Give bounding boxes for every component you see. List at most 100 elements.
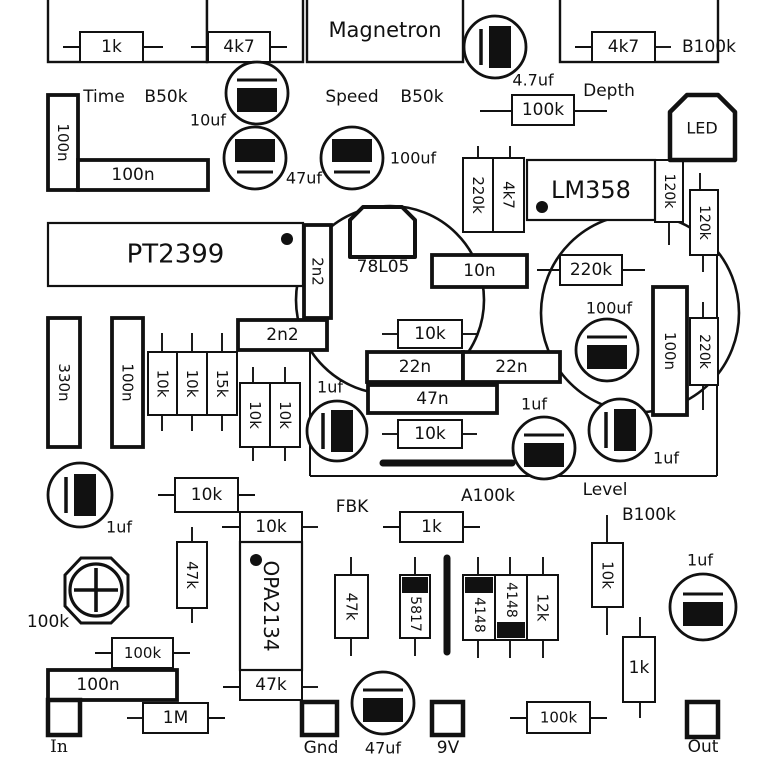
label-speed: Speed	[325, 87, 378, 107]
cap-100uf-speed-label: 100uf	[390, 149, 437, 168]
resistor-220k-h-label: 220k	[570, 260, 612, 280]
cap-2n2-h-label: 2n2	[266, 325, 298, 345]
diode-4148-b-cathode-band	[497, 622, 525, 638]
cap-1uf-left-label: 1uf	[106, 518, 132, 537]
cap-1uf-mid-right-label: 1uf	[521, 395, 547, 414]
cap-47uf-top-label: 47uf	[286, 169, 323, 188]
resistor-10k-e	[174, 477, 239, 513]
resistor-47k-h	[239, 669, 303, 701]
diode-4148-b-label: 4148	[503, 582, 519, 618]
label-b50k-time: B50k	[144, 87, 187, 107]
cap-1uf-mid-left-label: 1uf	[317, 378, 343, 397]
resistor-10k-e-label: 10k	[191, 485, 223, 505]
resistor-47k-h-label: 47k	[255, 675, 287, 695]
cap-100n-time-h-label: 100n	[111, 165, 154, 185]
resistor-1k-fbk-label: 1k	[421, 517, 442, 537]
resistor-10k-f-label: 10k	[255, 517, 287, 537]
resistor-10k-a	[147, 351, 178, 416]
resistor-15k	[206, 351, 238, 416]
resistor-10k-right-label: 10k	[599, 561, 617, 589]
diode-5817-cathode-band	[402, 577, 428, 593]
cap-2n2-h	[236, 318, 329, 352]
cap-1uf-mid-right-block	[524, 443, 564, 467]
resistor-220k-v-right	[689, 317, 719, 386]
resistor-10k-mid-bottom	[397, 419, 463, 449]
cap-1uf-bottom-right-label: 1uf	[687, 551, 713, 570]
label-level: Level	[583, 480, 628, 500]
cap-47uf-top-block	[235, 139, 275, 162]
cap-100uf-right-label: 100uf	[586, 299, 633, 318]
label-100k-trim: 100k	[27, 612, 69, 632]
junction-dot	[281, 233, 293, 245]
resistor-10k-mid-bottom-label: 10k	[414, 424, 446, 444]
resistor-220k-v-label: 220k	[469, 176, 487, 214]
cap-100n-time	[46, 93, 80, 192]
diode-4148-a-cathode-band	[465, 577, 493, 593]
cap-100n-time-h	[76, 158, 210, 192]
resistor-100k-in	[111, 637, 174, 669]
resistor-10k-mid-top-label: 10k	[414, 324, 446, 344]
resistor-1k-fbk	[399, 511, 464, 543]
label-b50k-speed: B50k	[400, 87, 443, 107]
label-in: In	[50, 737, 68, 757]
resistor-100k-depth	[511, 94, 575, 126]
diode-5817-label: 5817	[407, 596, 423, 632]
resistor-1k-top	[79, 31, 144, 63]
resistor-100k-out-label: 100k	[540, 709, 578, 727]
cap-100uf-right-block	[587, 345, 627, 369]
resistor-220k-v-right-label: 220k	[696, 334, 712, 370]
pad-out	[684, 699, 721, 740]
cap-100n-left	[110, 316, 145, 449]
pad-in	[45, 697, 83, 738]
frame-magnetron	[305, 0, 465, 64]
resistor-47k-v-label: 47k	[183, 561, 201, 589]
resistor-47k-v	[176, 541, 208, 609]
label-78l05: 78L05	[357, 257, 410, 277]
cap-47uf-bottom-label: 47uf	[365, 739, 402, 758]
cap-1uf-left-block	[74, 474, 96, 516]
led-label: LED	[686, 119, 717, 138]
cap-2n2-v-label: 2n2	[309, 257, 327, 286]
pad-gnd	[299, 699, 340, 738]
resistor-10k-mid-top	[397, 319, 463, 349]
label-out: Out	[688, 737, 719, 757]
cap-10n-label: 10n	[463, 261, 495, 281]
resistor-4k7-top-right	[591, 31, 656, 63]
resistor-12k-label: 12k	[534, 594, 552, 622]
label-9v: 9V	[437, 738, 460, 758]
resistor-4k7-top	[207, 31, 271, 63]
resistor-120k-b	[689, 189, 719, 256]
resistor-4k7-top-label: 4k7	[223, 37, 254, 57]
cap-10uf-block	[237, 88, 277, 112]
diode-4148-a-label: 4148	[471, 597, 487, 633]
cap-330n	[46, 316, 82, 449]
cap-47n	[366, 383, 499, 415]
cap-1uf-bottom-right-block	[683, 602, 723, 626]
resistor-1k-top-label: 1k	[101, 37, 122, 57]
junction-dot	[250, 554, 262, 566]
resistor-4k7-v-label: 4k7	[500, 181, 518, 209]
cap-330n-label: 330n	[55, 363, 73, 401]
cap-4u7-label: 4.7uf	[512, 71, 554, 90]
label-depth: Depth	[583, 81, 635, 101]
cap-1uf-level-block	[614, 409, 636, 451]
cap-100n-time-label: 100n	[54, 123, 72, 161]
ic-lm358	[525, 158, 657, 222]
pad-9v	[429, 699, 466, 738]
cap-100n-in	[46, 668, 179, 702]
ic-opa2134	[238, 540, 304, 672]
resistor-10k-d-label: 10k	[276, 401, 294, 429]
ic-pt2399-label: PT2399	[127, 240, 225, 270]
resistor-120k-a	[654, 159, 684, 223]
resistor-120k-b-label: 120k	[696, 205, 712, 241]
resistor-1k-right-label: 1k	[629, 658, 650, 678]
cap-22n-a-label: 22n	[399, 357, 431, 377]
cap-100n-in-label: 100n	[76, 675, 119, 695]
label-b100k-top: B100k	[682, 37, 736, 57]
cap-22n-b	[461, 350, 562, 384]
cap-10n	[430, 253, 529, 289]
cap-1uf-mid-left-block	[331, 410, 353, 452]
ic-pt2399	[46, 221, 305, 288]
led	[667, 92, 738, 163]
